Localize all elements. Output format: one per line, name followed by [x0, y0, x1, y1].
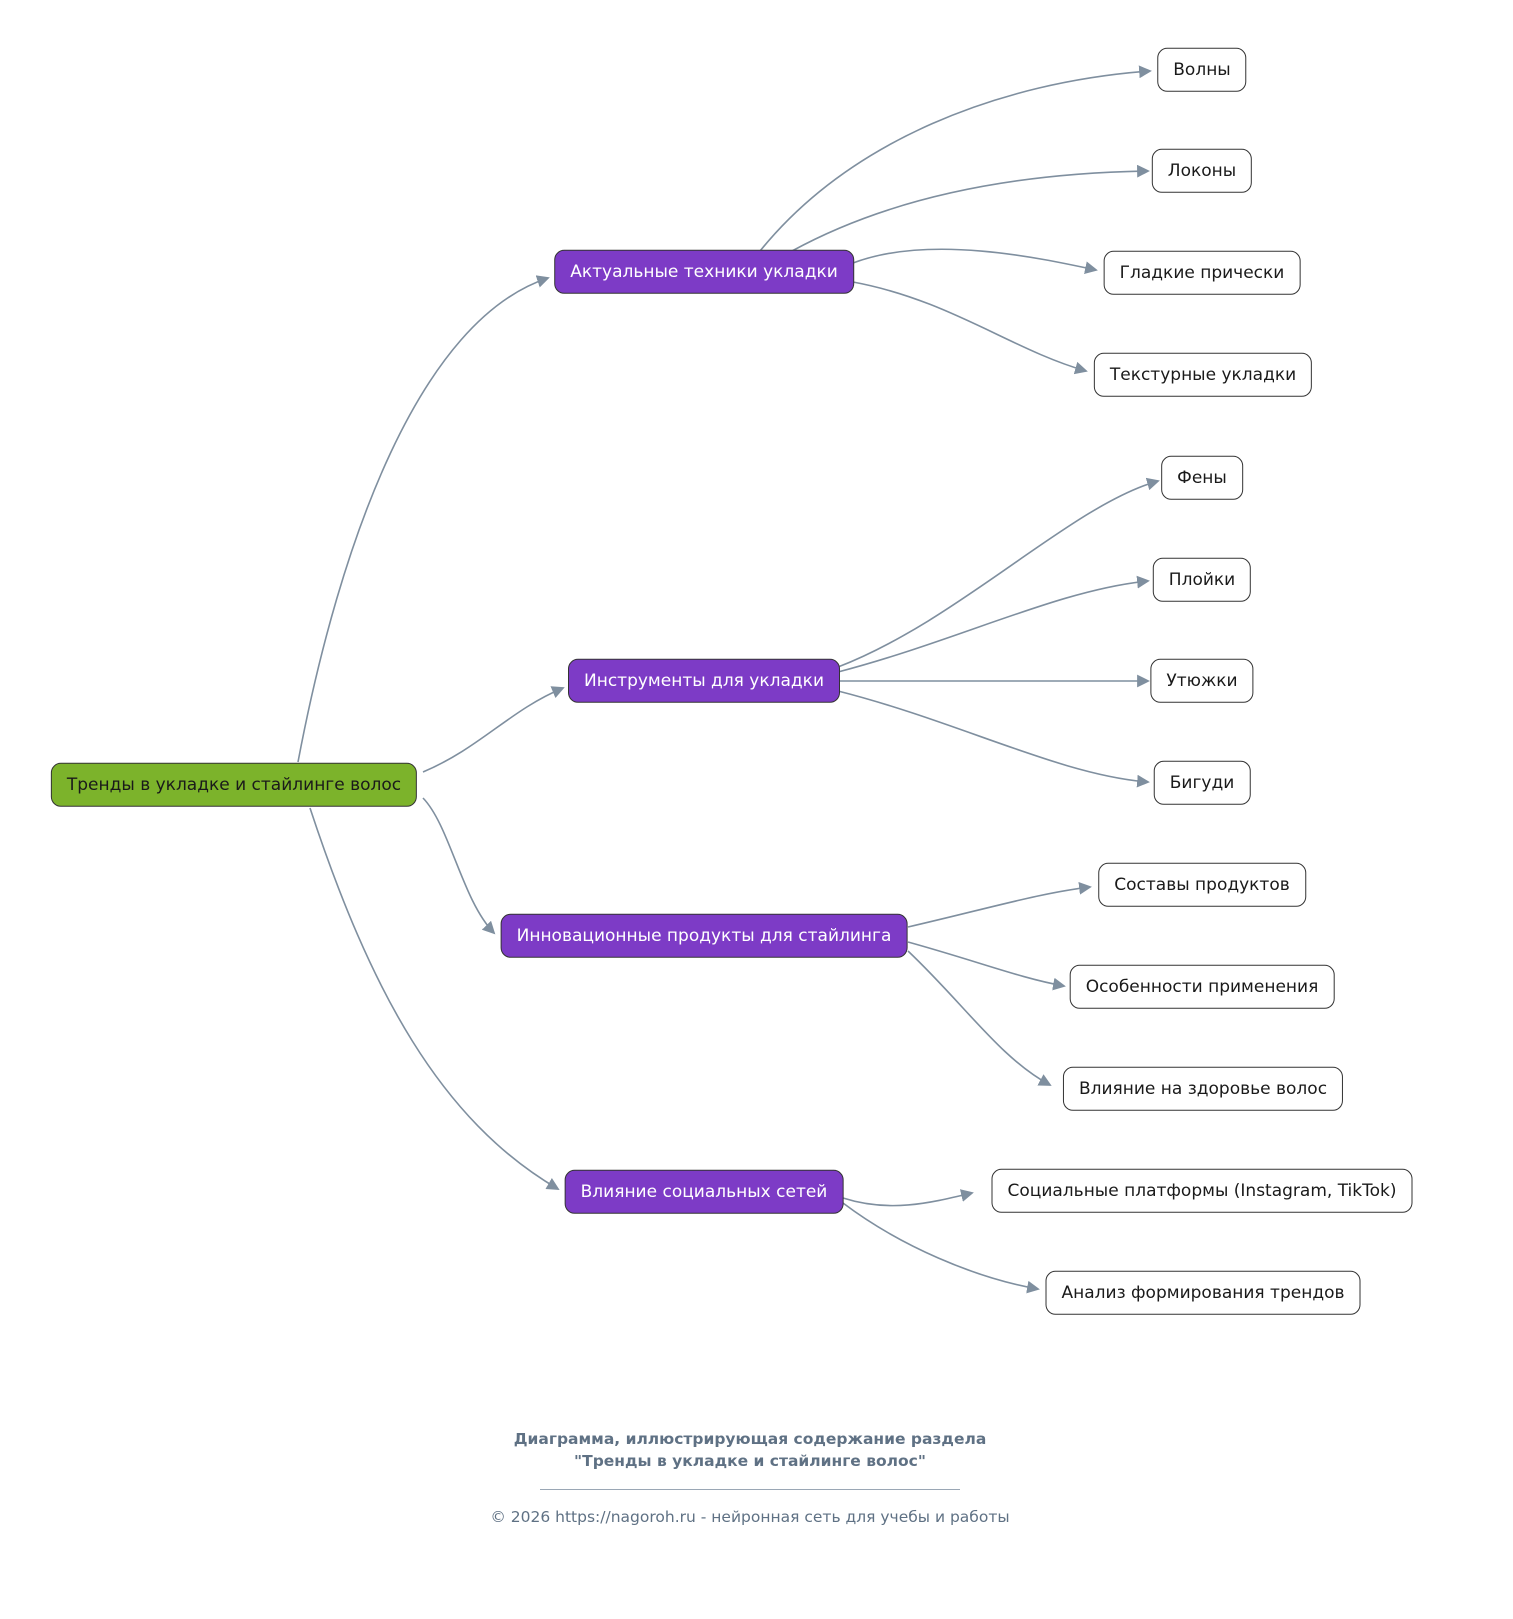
leaf-node-analiz-trendov: Анализ формирования трендов — [1045, 1270, 1361, 1316]
leaf-node-sostavy-produktov: Составы продуктов — [1098, 862, 1306, 908]
leaf-node-osobennosti-primeneniya: Особенности применения — [1069, 964, 1335, 1010]
diagram-caption-line2: "Тренды в укладке и стайлинге волос" — [574, 1452, 926, 1471]
edge-social-analiz — [842, 1202, 1040, 1294]
leaf-node-lokony: Локоны — [1151, 148, 1253, 194]
edge-products-vliyanie — [907, 950, 1052, 1086]
edge-root-techniques — [297, 275, 550, 763]
diagram-caption-line1: Диаграмма, иллюстрирующая содержание раз… — [513, 1430, 987, 1448]
leaf-node-bigudi: Бигуди — [1153, 760, 1251, 806]
edge-root-social — [309, 807, 560, 1190]
branch-node-products: Инновационные продукты для стайлинга — [500, 913, 908, 959]
copyright-text: © 2026 https://nagoroh.ru - нейронная се… — [490, 1507, 1010, 1526]
root-node-trends: Тренды в укладке и стайлинге волос — [50, 762, 418, 808]
leaf-node-teksturnye-ukladki: Текстурные укладки — [1093, 352, 1313, 398]
edge-techniques-lokony — [791, 164, 1150, 252]
edge-tools-bigudi — [837, 690, 1150, 788]
edge-tools-feny — [837, 477, 1160, 668]
leaf-node-volny: Волны — [1157, 47, 1247, 93]
edge-products-osobennosti — [907, 941, 1066, 991]
leaf-node-vliyanie-na-zdorove: Влияние на здоровье волос — [1062, 1066, 1344, 1112]
edge-social-platformy — [842, 1189, 974, 1207]
footer: Диаграмма, иллюстрирующая содержание раз… — [300, 1428, 1200, 1526]
branch-node-tools: Инструменты для укладки — [568, 658, 840, 704]
edge-products-sostavy — [907, 881, 1092, 928]
branch-node-social: Влияние социальных сетей — [564, 1169, 844, 1215]
leaf-node-gladkie-pricheski: Гладкие прически — [1103, 250, 1301, 296]
edge-tools-ploiki — [837, 575, 1150, 673]
footer-divider — [540, 1488, 960, 1490]
leaf-node-utyuzhki: Утюжки — [1150, 658, 1254, 704]
branch-node-techniques: Актуальные техники укладки — [554, 249, 854, 295]
edge-root-tools — [422, 686, 565, 773]
leaf-node-sotsialnye-platformy: Социальные платформы (Instagram, TikTok) — [991, 1168, 1413, 1214]
leaf-node-feny: Фены — [1161, 455, 1243, 501]
edge-root-products — [422, 797, 496, 935]
edge-techniques-teksturnye — [852, 281, 1088, 375]
leaf-node-ploiki: Плойки — [1152, 557, 1252, 603]
edge-techniques-gladkie — [852, 248, 1098, 274]
edge-techniques-volny — [759, 65, 1152, 252]
